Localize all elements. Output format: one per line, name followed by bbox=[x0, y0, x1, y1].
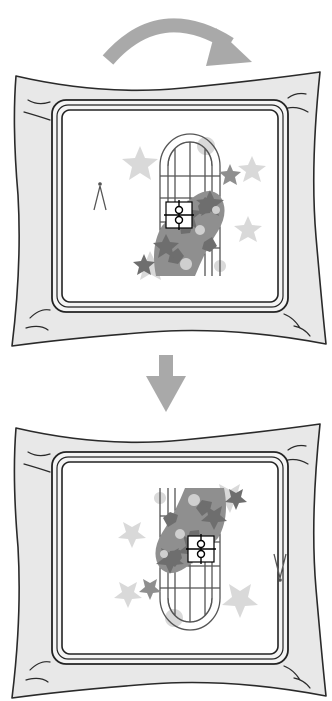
down-arrow-icon bbox=[146, 355, 186, 412]
down-arrow-head bbox=[146, 376, 186, 412]
hoop-before-rotation bbox=[12, 72, 326, 346]
curved-arrow-icon bbox=[108, 25, 252, 66]
hoop-after-rotation bbox=[12, 424, 326, 698]
down-arrow-shaft bbox=[159, 355, 173, 377]
